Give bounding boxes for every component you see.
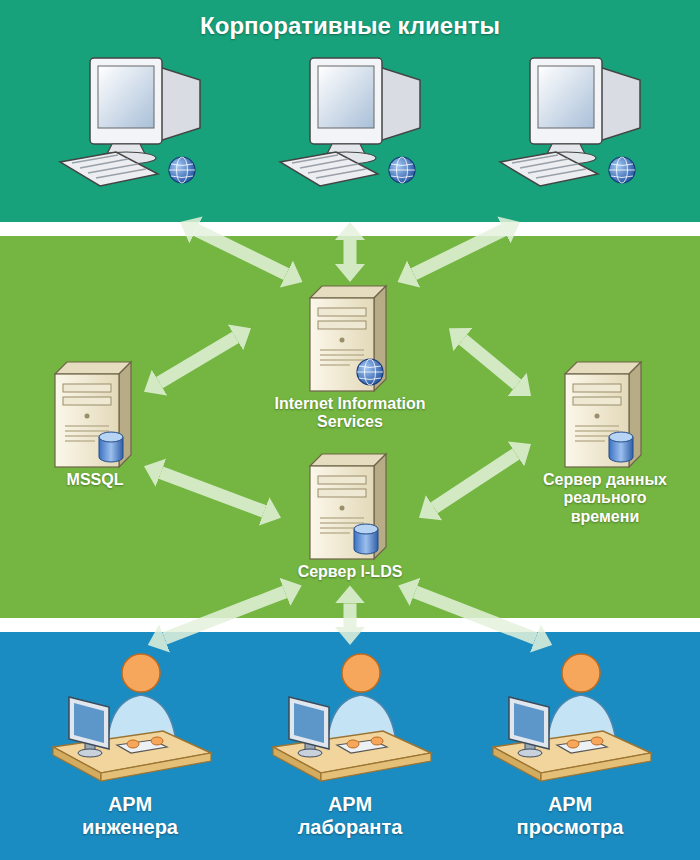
connectors [159,230,535,639]
workstation-icon [273,654,431,781]
client-computer [500,58,640,186]
client-computer [280,58,420,186]
server-icon [310,454,386,559]
database-icon [609,432,633,462]
node-label: Сервер I-LDS [285,563,415,581]
double-arrow [161,473,264,512]
double-arrow [434,454,516,508]
node-label: Сервер данных реального времени [535,471,675,526]
server-node: MSSQL [46,358,144,493]
node-label: АРМ инженера [65,793,195,839]
workstation-node: АРМ лаборанта [261,645,439,843]
server-node: Internet Information Services [251,282,449,436]
double-arrow [196,230,286,274]
workstation-node: АРМ инженера [41,645,219,843]
server-icon [565,362,641,467]
client-computer [60,58,200,186]
double-arrow [415,592,535,639]
node-label: АРМ просмотра [505,793,635,839]
database-icon [99,432,123,462]
node-label: Internet Information Services [255,395,445,432]
band-header: Корпоративные клиенты [0,0,700,222]
double-arrow [463,340,517,385]
globe-icon [357,359,383,385]
separator-strip [0,222,700,236]
server-node: Сервер данных реального времени [531,358,679,530]
clients-band [0,0,700,222]
workstation-node: АРМ просмотра [481,645,659,843]
node-label: MSSQL [50,471,140,489]
double-arrow [344,240,357,264]
database-icon [354,524,378,554]
workstation-icon [493,654,651,781]
workstation-icon [53,654,211,781]
servers-band [0,236,700,618]
double-arrow [344,603,357,627]
double-arrow [414,230,504,274]
server-node: Сервер I-LDS [281,450,419,585]
server-icon [310,286,386,391]
server-icon [55,362,131,467]
double-arrow [165,592,285,639]
workstations-band [0,632,700,860]
node-label: АРМ лаборанта [285,793,415,839]
double-arrow [159,337,235,382]
band-title: Корпоративные клиенты [0,12,700,40]
